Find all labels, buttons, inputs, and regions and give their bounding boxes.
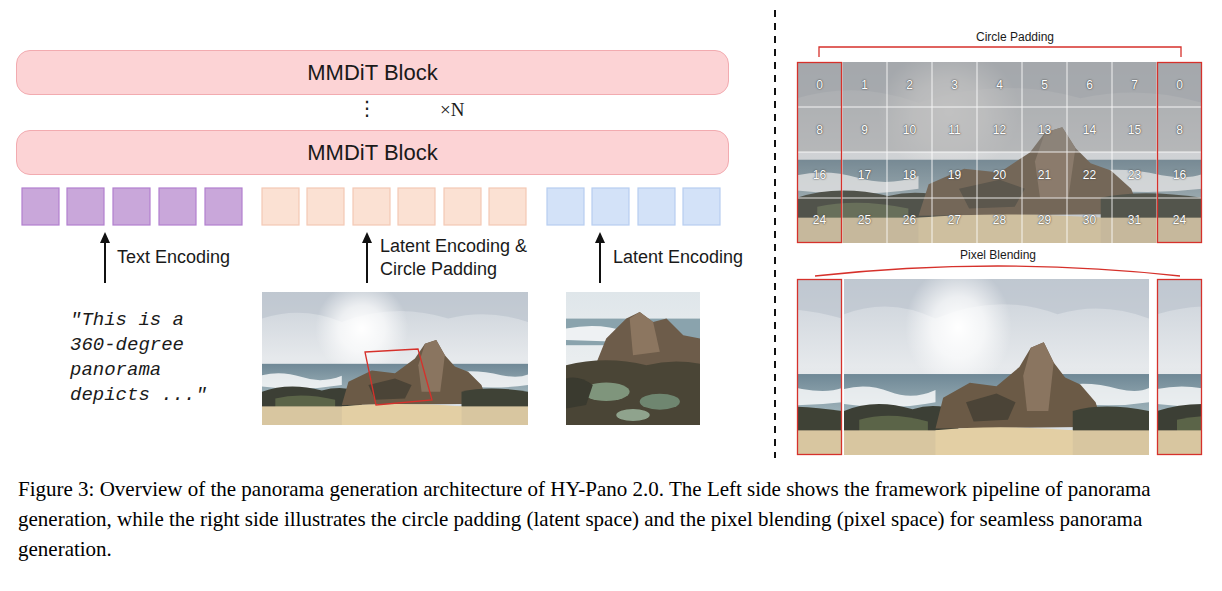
prompt-text: "This is a 360-degree panorama depicts .… <box>70 308 220 408</box>
repeat-count: ×N <box>440 99 464 121</box>
patch-index: 27 <box>932 198 977 243</box>
patch-index: 4 <box>977 62 1022 107</box>
patch-index: 30 <box>1067 198 1112 243</box>
patch-index: 29 <box>1022 198 1067 243</box>
patch-index: 25 <box>842 198 887 243</box>
blended-panorama <box>442 266 1222 455</box>
mmdit-block: MMDiT Block <box>16 50 729 95</box>
patch-index: 21 <box>1022 153 1067 198</box>
perspective-input <box>566 292 700 425</box>
patch-index: 16 <box>1157 153 1202 198</box>
figure-caption: Figure 3: Overview of the panorama gener… <box>18 474 1210 564</box>
patch-index: 16 <box>797 153 842 198</box>
patch-index: 11 <box>932 107 977 152</box>
patch-index: 31 <box>1112 198 1157 243</box>
padding-bracket <box>819 47 1181 57</box>
panorama-input <box>262 282 528 425</box>
block-title: MMDiT Block <box>307 140 437 166</box>
patch-index: 12 <box>977 107 1022 152</box>
mmdit-block: MMDiT Block <box>16 130 729 175</box>
patch-index: 1 <box>842 62 887 107</box>
blending-arc <box>815 266 1180 276</box>
patch-index: 9 <box>842 107 887 152</box>
patch-index: 6 <box>1067 62 1112 107</box>
divider <box>774 10 776 458</box>
patch-index: 7 <box>1112 62 1157 107</box>
patch-index: 13 <box>1022 107 1067 152</box>
patch-index: 8 <box>797 107 842 152</box>
ellipsis: ⋮ <box>356 96 378 120</box>
block-title: MMDiT Block <box>307 60 437 86</box>
patch-index: 5 <box>1022 62 1067 107</box>
input-label: Text Encoding <box>117 247 230 268</box>
patch-index: 19 <box>932 153 977 198</box>
patch-index: 17 <box>842 153 887 198</box>
patch-index: 8 <box>1157 107 1202 152</box>
input-label: Latent Encoding <box>613 247 743 268</box>
patch-index: 28 <box>977 198 1022 243</box>
section-title: Circle Padding <box>900 30 1130 44</box>
input-arrows <box>100 232 605 283</box>
patch-index: 22 <box>1067 153 1112 198</box>
patch-index: 18 <box>887 153 932 198</box>
latent-tokens <box>262 188 526 225</box>
patch-index: 26 <box>887 198 932 243</box>
section-title: Pixel Blending <box>880 248 1116 262</box>
patch-index: 2 <box>887 62 932 107</box>
input-label: Latent Encoding & Circle Padding <box>380 235 552 281</box>
patch-index: 15 <box>1112 107 1157 152</box>
patch-index: 24 <box>797 198 842 243</box>
patch-index: 0 <box>1157 62 1202 107</box>
patch-index: 14 <box>1067 107 1112 152</box>
patch-index: 20 <box>977 153 1022 198</box>
patch-index: 10 <box>887 107 932 152</box>
patch-index: 24 <box>1157 198 1202 243</box>
patch-index: 0 <box>797 62 842 107</box>
image-tokens <box>547 188 720 225</box>
patch-index: 3 <box>932 62 977 107</box>
text-tokens <box>22 188 242 225</box>
patch-index: 23 <box>1112 153 1157 198</box>
latent-grid <box>797 48 1202 243</box>
